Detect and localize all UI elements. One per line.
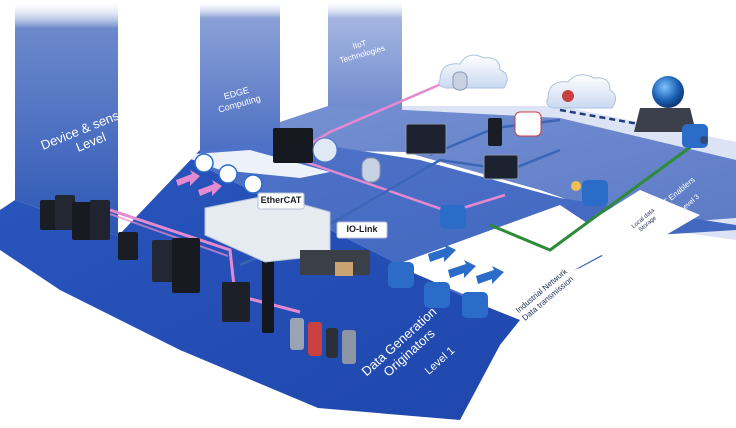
cloud-icon (546, 74, 616, 109)
network-white-band (395, 205, 620, 310)
database-icon (452, 71, 468, 91)
floor-white-strip (180, 150, 330, 178)
search-icon (243, 174, 263, 194)
edge-equipment (204, 128, 388, 276)
firewall-icon (514, 111, 542, 137)
network-icons (176, 153, 504, 318)
level1-devices (40, 195, 356, 364)
iolink-badge (336, 221, 388, 239)
io-module-1 (222, 282, 250, 322)
monitor-panel (483, 154, 519, 180)
servo-drive-3 (72, 202, 94, 240)
inverter-2 (152, 240, 178, 282)
floor-level2 (200, 140, 736, 300)
dashed-link-laptop (559, 108, 651, 128)
arrow-icon (198, 180, 222, 196)
sensor-1 (290, 318, 304, 350)
worker-figure (571, 181, 581, 191)
gear-icon (462, 292, 488, 318)
cloud-icon (438, 54, 508, 89)
inverter-3 (172, 238, 200, 293)
pink-link-level1b (109, 213, 229, 257)
sensor-4 (342, 330, 356, 364)
iolink-label: IO-Link (346, 224, 378, 234)
floor-level1 (0, 150, 520, 420)
cycle-icon (388, 262, 414, 288)
gear-icon (582, 180, 608, 206)
sensor-2 (308, 322, 322, 356)
gear-icon (424, 282, 450, 308)
panel-edge (200, 0, 280, 150)
panel-device-level (15, 0, 118, 236)
cloud-security-icon (562, 90, 574, 102)
parcel-box (335, 262, 353, 276)
arrow-icon (428, 244, 456, 262)
arrow-icon (448, 260, 476, 278)
arrow-icon (476, 266, 504, 284)
edge-chip-icon (312, 137, 338, 163)
sensor-3 (326, 328, 338, 358)
servo-drive-2 (55, 195, 75, 230)
edge-controller (273, 128, 313, 163)
worker-figure (700, 136, 708, 144)
local-storage-white-band (560, 190, 700, 262)
refresh-icon (194, 153, 214, 173)
globe-icon (652, 76, 684, 108)
ethercat-badge (257, 192, 305, 210)
servo-drive-1 (40, 200, 58, 230)
network-switch (488, 118, 502, 146)
inverter-1 (118, 232, 138, 260)
level3-equipment (438, 54, 708, 148)
laptop-icon (634, 108, 696, 132)
hmi-panel (405, 123, 447, 155)
level2-equipment (361, 111, 608, 229)
servo-drive-4 (90, 200, 110, 240)
gear-icon (682, 124, 708, 148)
arrow-icon (176, 170, 200, 186)
back-panels (15, 0, 402, 236)
panel-iiot (328, 0, 402, 118)
green-link-enablers (489, 138, 701, 252)
gear-icon (218, 164, 238, 184)
io-module-rail (262, 258, 274, 333)
mail-icon (440, 205, 466, 229)
ethercat-label: EtherCAT (260, 195, 302, 205)
database-icon (361, 157, 381, 183)
